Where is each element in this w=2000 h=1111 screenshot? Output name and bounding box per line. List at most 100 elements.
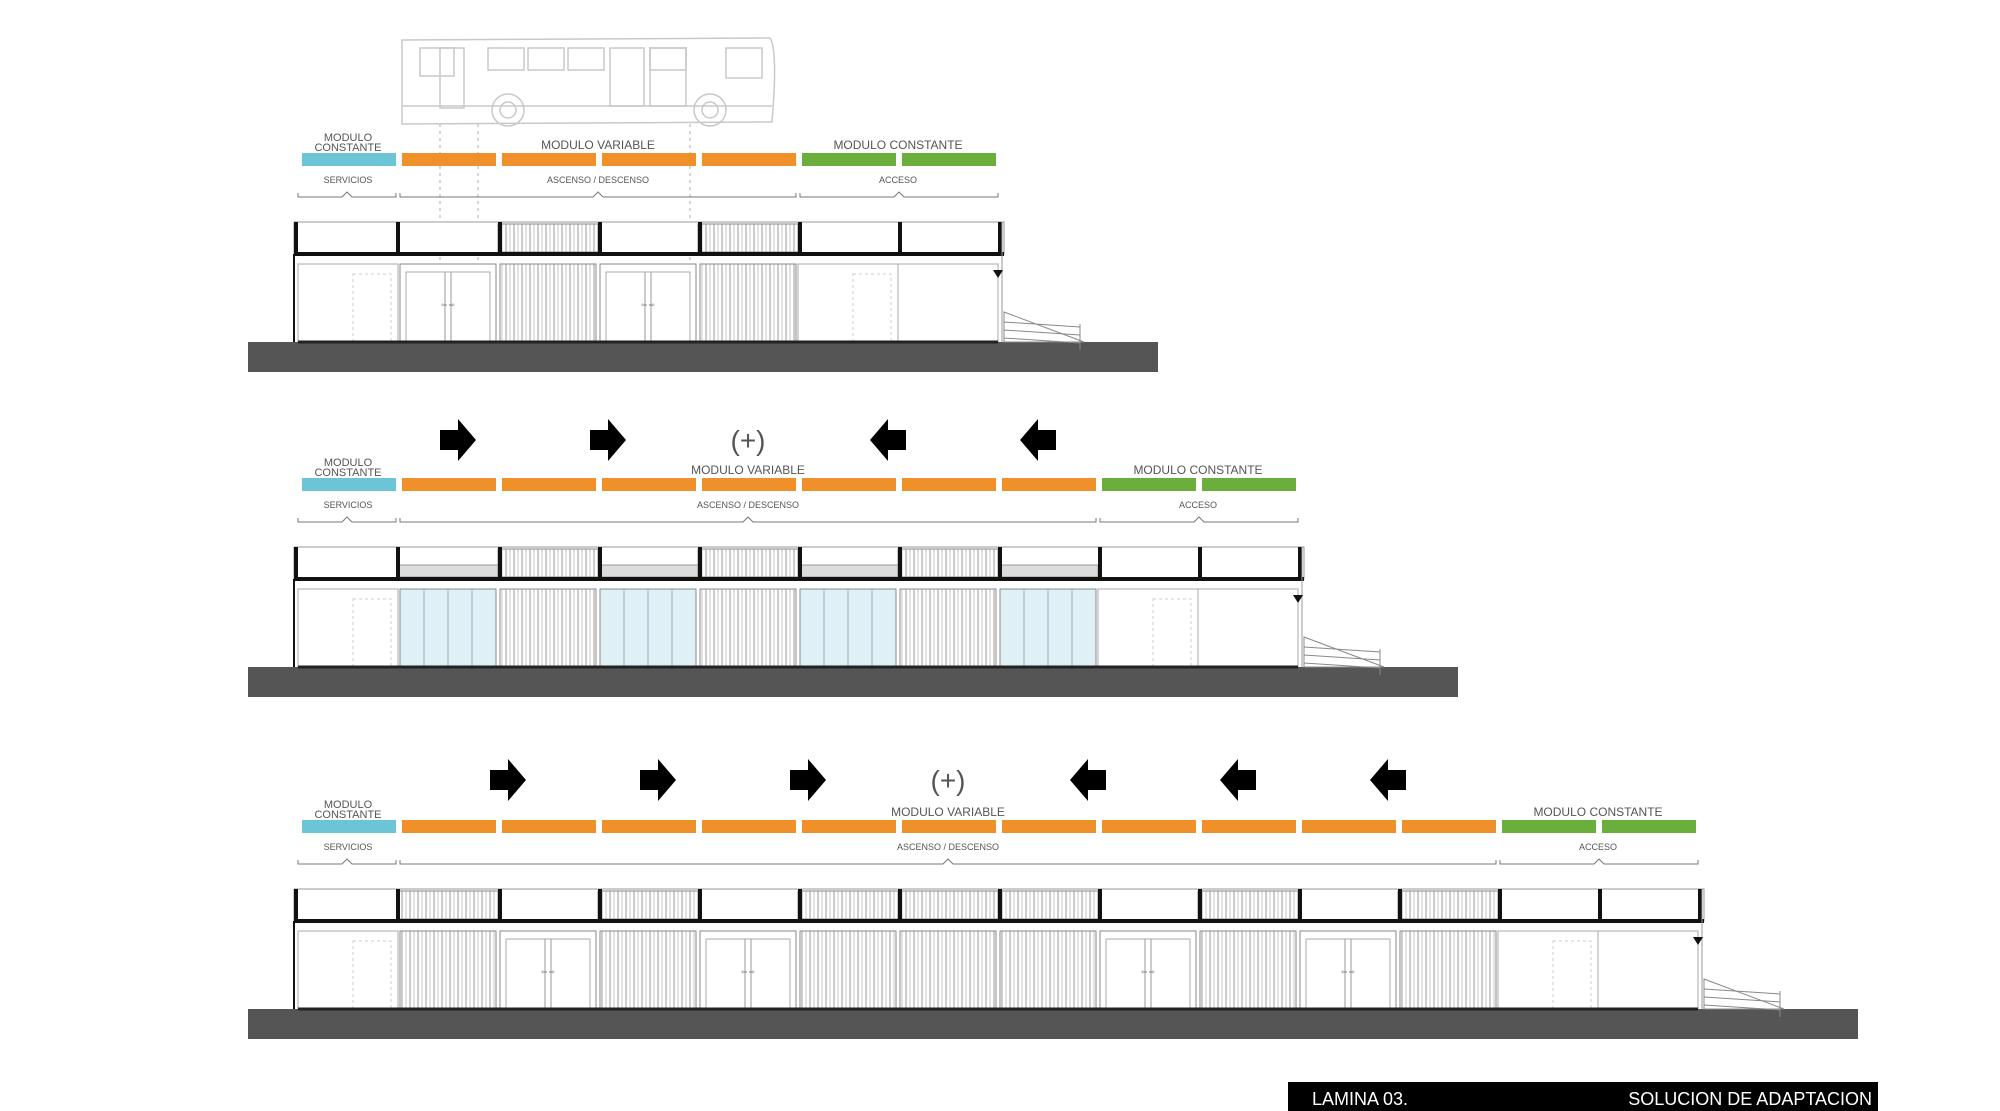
variable-bar xyxy=(702,153,796,166)
louver-panel xyxy=(699,263,797,343)
arrow-right-icon xyxy=(1370,759,1406,801)
acceso-caption: ACCESO xyxy=(1579,842,1617,852)
variable-bar xyxy=(1402,820,1496,833)
column xyxy=(698,547,702,579)
sheet-title: SOLUCION DE ADAPTACION xyxy=(1628,1089,1872,1109)
ramp-rail xyxy=(1703,988,1781,995)
services-label-line2: CONSTANTE xyxy=(314,809,381,821)
roof-louver xyxy=(1197,890,1299,920)
column xyxy=(1498,889,1502,921)
access-bar xyxy=(1502,820,1596,833)
access-bar xyxy=(902,153,996,166)
column xyxy=(998,889,1002,921)
services-bar xyxy=(302,153,396,166)
column xyxy=(1598,889,1602,921)
arrow-left-icon xyxy=(590,419,626,461)
expansion-symbol: (+) xyxy=(931,765,966,796)
access-bar xyxy=(1102,478,1196,491)
column xyxy=(1698,889,1702,921)
wall-panel xyxy=(297,930,399,1010)
column xyxy=(396,889,400,921)
variable-bar xyxy=(502,820,596,833)
variable-bar xyxy=(602,153,696,166)
arrow-left-icon xyxy=(440,419,476,461)
louver-panel xyxy=(1199,930,1297,1010)
door-arrows-icon: ⇦ ⇨ xyxy=(641,302,655,309)
servicios-caption: SERVICIOS xyxy=(324,175,373,185)
roof-louver xyxy=(897,548,999,578)
services-label-line1: MODULO xyxy=(324,132,373,144)
ground-slab xyxy=(248,1009,1858,1039)
title-block: LAMINA 03. SOLUCION DE ADAPTACION xyxy=(1288,1082,1878,1111)
ramp-rail xyxy=(1703,996,1781,1003)
column xyxy=(294,547,298,579)
column xyxy=(1198,547,1202,579)
dimension-bracket xyxy=(297,516,397,523)
column xyxy=(294,889,298,921)
access-label: MODULO CONSTANTE xyxy=(833,138,962,152)
wall-panel xyxy=(1097,588,1199,668)
services-label-line2: CONSTANTE xyxy=(314,142,381,154)
column xyxy=(1298,547,1302,579)
louver-panel xyxy=(899,930,997,1010)
interior-door xyxy=(852,273,892,343)
access-panel xyxy=(1597,930,1699,1010)
roof-louver xyxy=(597,890,699,920)
dimension-bracket xyxy=(399,191,797,198)
column xyxy=(798,889,802,921)
level-marker-icon xyxy=(1693,937,1703,945)
level-marker-icon xyxy=(1293,595,1303,603)
wall-panel xyxy=(297,263,399,343)
arrow-left-icon xyxy=(790,759,826,801)
variable-bar xyxy=(802,820,896,833)
dimension-bracket xyxy=(1499,858,1699,865)
ramp-rail xyxy=(1303,662,1381,669)
column xyxy=(498,547,502,579)
louver-panel xyxy=(799,930,897,1010)
acceso-caption: ACCESO xyxy=(1179,500,1217,510)
arrow-right-icon xyxy=(1070,759,1106,801)
roof-louver xyxy=(1397,890,1499,920)
column xyxy=(598,889,602,921)
interior-door xyxy=(352,598,392,668)
arrow-left-icon xyxy=(640,759,676,801)
access-panel xyxy=(897,263,999,343)
access-label: MODULO CONSTANTE xyxy=(1133,463,1262,477)
ground-slab xyxy=(248,342,1158,372)
roof-slab xyxy=(294,252,1004,256)
column xyxy=(798,222,802,254)
column xyxy=(898,222,902,254)
dimension-bracket xyxy=(399,858,1497,865)
dimension-bracket xyxy=(1099,516,1299,523)
ramp-rail xyxy=(1003,337,1081,344)
column xyxy=(798,547,802,579)
roof-louver xyxy=(997,890,1099,920)
roof-louver xyxy=(397,890,499,920)
roof-louver xyxy=(497,548,599,578)
ascenso-descenso-caption: ASCENSO / DESCENSO xyxy=(697,500,799,510)
variable-bar xyxy=(802,478,896,491)
services-bar xyxy=(302,820,396,833)
services-label-line2: CONSTANTE xyxy=(314,467,381,479)
access-bar xyxy=(1602,820,1696,833)
services-bar xyxy=(302,478,396,491)
acceso-caption: ACCESO xyxy=(879,175,917,185)
column xyxy=(598,547,602,579)
ramp xyxy=(1703,978,1785,1010)
wall-panel xyxy=(797,263,899,343)
column xyxy=(396,547,400,579)
variable-bar xyxy=(1002,478,1096,491)
column xyxy=(1298,889,1302,921)
arrow-right-icon xyxy=(870,419,906,461)
wall-panel xyxy=(297,588,399,668)
column xyxy=(294,222,298,254)
ramp xyxy=(1003,311,1085,343)
column xyxy=(396,222,400,254)
roof-louver xyxy=(797,890,899,920)
interior-door xyxy=(352,273,392,343)
dimension-bracket xyxy=(399,516,1097,523)
column xyxy=(898,547,902,579)
variable-bar xyxy=(502,153,596,166)
